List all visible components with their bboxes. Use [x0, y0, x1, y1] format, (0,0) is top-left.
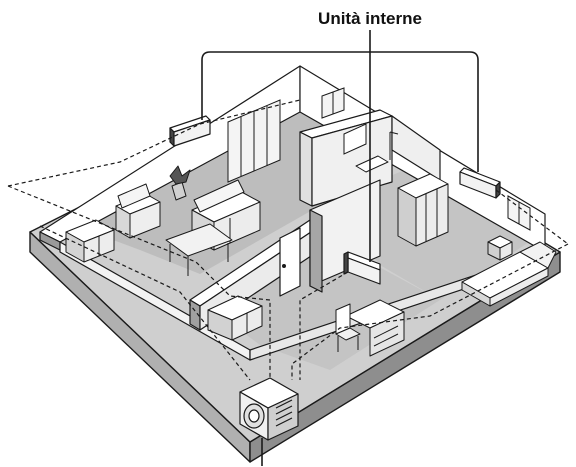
bathroom-fixtures: [355, 131, 399, 173]
bed: [461, 241, 557, 307]
indoor-units-label: Unità interne: [318, 9, 422, 28]
chair: [335, 303, 361, 352]
plant: [169, 165, 191, 201]
sofa-large: [191, 179, 261, 251]
night-table: [487, 235, 513, 261]
furniture: [65, 131, 557, 357]
indoor-units: [169, 115, 501, 285]
indoor-unit-bedroom-center: [343, 251, 381, 285]
desk: [345, 299, 405, 357]
refrigerant-piping: [7, 99, 569, 381]
indoor-unit-bedroom-right: [459, 167, 501, 199]
sideboard: [207, 295, 263, 341]
leader-lines: [201, 30, 479, 262]
coffee-table: [165, 223, 233, 276]
sofa-small: [115, 183, 161, 239]
cabinet-left: [65, 219, 115, 263]
walls: [39, 65, 546, 361]
windows: [227, 87, 531, 231]
outdoor-unit: [239, 377, 299, 441]
wardrobe: [397, 173, 449, 247]
indoor-unit-living: [169, 115, 211, 147]
